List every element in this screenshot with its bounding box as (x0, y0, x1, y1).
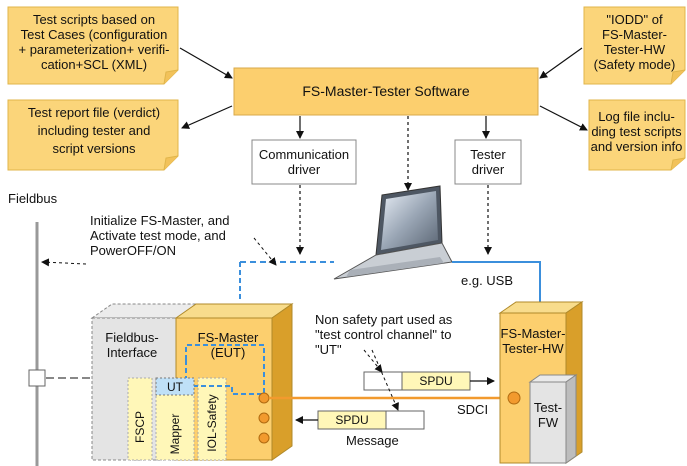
spdu-bottom (317, 410, 425, 430)
ut-block (155, 377, 195, 396)
note-iodd (583, 6, 686, 85)
fieldbus-label: Fieldbus (8, 191, 58, 206)
ut-label: UT (167, 380, 183, 394)
note-test-scripts (7, 6, 179, 85)
note-log-file (588, 99, 686, 171)
port-1 (258, 392, 270, 404)
test-fw-label: Test- FW (533, 400, 563, 430)
tester-driver-label: Tester driver (470, 147, 506, 177)
fscp-block (127, 377, 153, 461)
laptop-icon (333, 185, 453, 280)
mapper-label: Mapper (168, 413, 182, 455)
iol-safety-label: IOL-Safety (205, 394, 219, 452)
sdci-label: SDCI (457, 402, 489, 417)
software-title: FS-Master-Tester Software (302, 83, 470, 99)
usb-label: e.g. USB (461, 273, 514, 288)
fieldbus-connector (28, 369, 46, 387)
initialize-note: Initialize FS-Master, and Activate test … (90, 213, 230, 258)
software-box (233, 67, 539, 116)
tester-driver-box (454, 139, 522, 185)
message-label: Message (346, 433, 399, 448)
note-iodd-text: "IODD" of FS-Master- Tester-HW (Safety m… (593, 12, 676, 72)
comm-driver-box (251, 139, 357, 185)
comm-driver-label: Communication driver (258, 147, 350, 177)
note-test-report-text: Test report file (verdict) including tes… (27, 105, 161, 156)
non-safety-note: Non safety part used as "test control ch… (315, 312, 453, 357)
fs-master-label: FS-Master (EUT) (197, 330, 259, 360)
port-2 (258, 412, 270, 424)
tester-hw-label: FS-Master- Tester-HW (500, 326, 566, 356)
spdu-bottom-label: SPDU (335, 413, 369, 427)
fieldbus-interface-label: Fieldbus- Interface (105, 330, 159, 360)
port-3 (258, 432, 270, 444)
test-fw-box (528, 374, 578, 464)
fscp-label: FSCP (133, 411, 147, 444)
spdu-top-label: SPDU (419, 374, 453, 388)
note-log-file-text: Log file inclu- ding test scripts and ve… (590, 109, 683, 154)
note-test-scripts-text: Test scripts based on Test Cases (config… (18, 12, 170, 72)
iol-safety-block (197, 377, 227, 461)
note-test-report (7, 99, 179, 171)
